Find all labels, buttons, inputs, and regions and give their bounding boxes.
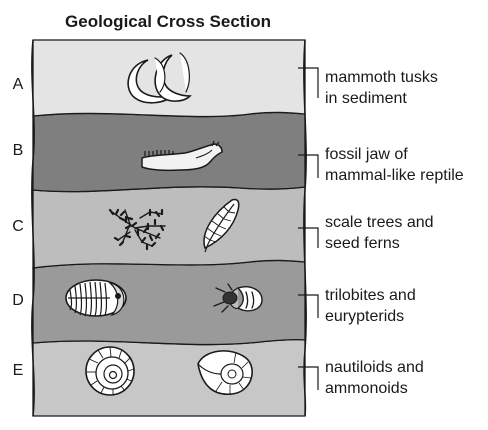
label-b-line-2: mammal-like reptile xyxy=(325,167,464,184)
label-e-line-1: nautiloids and xyxy=(325,359,424,376)
layer-label-e: nautiloids and ammonoids xyxy=(325,357,485,399)
ammonoid-icon xyxy=(197,350,253,395)
mammoth-tusks-icon xyxy=(127,52,192,104)
label-b-line-1: fossil jaw of xyxy=(325,146,408,163)
leader-lines xyxy=(298,67,319,390)
layer-c xyxy=(32,186,306,269)
layer-e xyxy=(32,338,306,417)
layer-label-a: mammoth tusks in sediment xyxy=(325,67,485,109)
eurypterid-icon xyxy=(213,283,263,313)
layer-label-d: trilobites and eurypterids xyxy=(325,285,485,327)
seed-fern-icon xyxy=(203,198,240,253)
scale-tree-icon xyxy=(108,208,166,251)
layer-letter-c: C xyxy=(12,218,24,235)
label-a-line-2: in sediment xyxy=(325,90,407,107)
diagram-title: Geological Cross Section xyxy=(65,12,271,31)
label-c-line-1: scale trees and xyxy=(325,214,434,231)
trilobite-icon xyxy=(65,279,127,317)
layer-letter-e: E xyxy=(12,362,24,379)
layer-label-c: scale trees and seed ferns xyxy=(325,212,485,254)
label-c-line-2: seed ferns xyxy=(325,235,400,252)
layer-letter-d: D xyxy=(12,292,24,309)
label-e-line-2: ammonoids xyxy=(325,380,408,397)
layer-a xyxy=(32,39,306,118)
fossil-jaw-icon xyxy=(141,140,223,172)
layer-letter-a: A xyxy=(12,76,24,93)
label-d-line-2: eurypterids xyxy=(325,308,405,325)
layer-label-b: fossil jaw of mammal-like reptile xyxy=(325,144,485,186)
nautiloid-icon xyxy=(85,346,135,396)
label-a-line-1: mammoth tusks xyxy=(325,69,438,86)
layer-letter-b: B xyxy=(12,142,24,159)
label-d-line-1: trilobites and xyxy=(325,287,416,304)
